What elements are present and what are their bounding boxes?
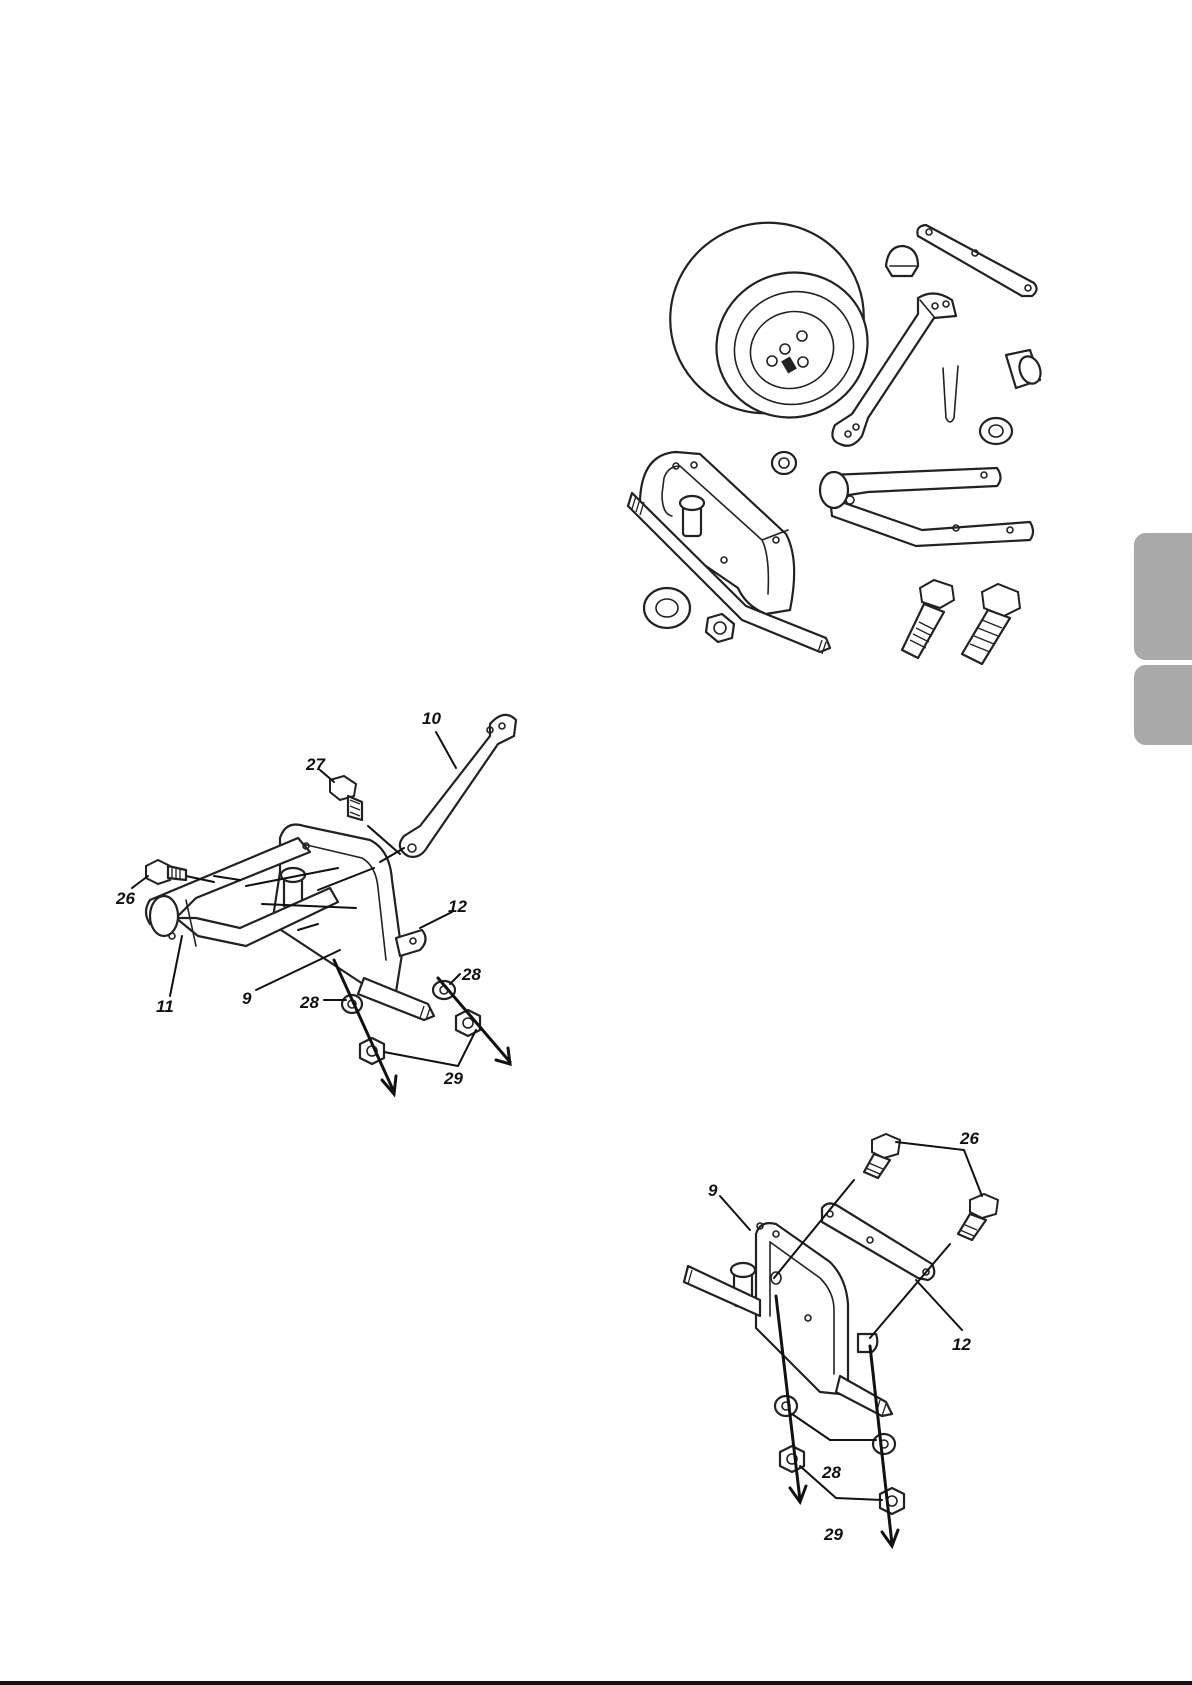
bushing: [1006, 350, 1044, 388]
label-11: 11: [156, 997, 174, 1016]
figure-3-bracket-assembly: 26 9 12 28 29: [684, 1129, 998, 1546]
label-28: 28: [821, 1463, 841, 1482]
side-tab-bottom: [1134, 665, 1192, 745]
washer-large: [644, 588, 690, 628]
hex-nut: [706, 614, 734, 642]
bolt-small: [902, 580, 954, 658]
label-28-right: 28: [461, 965, 481, 984]
label-26: 26: [115, 889, 135, 908]
figure-2-assembly: 10 27 26 12 11 9 28 28 29: [115, 709, 516, 1094]
wheel: [643, 196, 890, 441]
label-29: 29: [443, 1069, 463, 1088]
label-9: 9: [242, 989, 252, 1008]
figure-1-exploded-parts: [628, 196, 1044, 664]
label-29: 29: [823, 1525, 843, 1544]
label-12: 12: [952, 1335, 971, 1354]
hairpin-clip: [943, 366, 958, 422]
side-tab-top: [1134, 533, 1192, 660]
cap-nut: [886, 246, 918, 276]
washer-right: [980, 418, 1012, 444]
label-9: 9: [708, 1181, 718, 1200]
label-27: 27: [305, 755, 326, 774]
washer-middle: [772, 452, 796, 474]
label-12: 12: [448, 897, 467, 916]
bolt-large: [962, 584, 1020, 664]
flat-bar: [917, 225, 1036, 296]
label-10: 10: [422, 709, 441, 728]
label-26: 26: [959, 1129, 979, 1148]
fork-arm: [820, 468, 1033, 546]
footer-rule: [0, 1681, 1192, 1685]
label-28-left: 28: [299, 993, 319, 1012]
